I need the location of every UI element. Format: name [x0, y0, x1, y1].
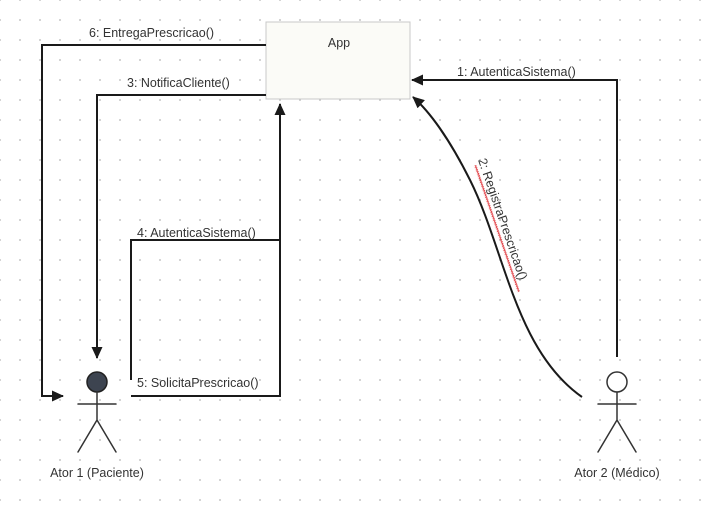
message-2[interactable]: 2: RegistraPrescricao()	[412, 96, 583, 398]
actor-1-body	[77, 391, 117, 453]
app-box-label: App	[328, 36, 350, 50]
message-5-label: 5: SolicitaPrescricao()	[137, 376, 259, 390]
message-4-connector[interactable]	[130, 239, 280, 380]
actor-2-label: Ator 2 (Médico)	[574, 466, 659, 480]
app-box-shape[interactable]	[265, 21, 411, 100]
message-6-connector[interactable]	[41, 44, 266, 402]
message-6[interactable]: 6: EntregaPrescricao()	[41, 26, 266, 402]
app-box[interactable]: App	[265, 21, 411, 100]
message-5-connector[interactable]	[131, 103, 286, 397]
message-3-connector[interactable]	[91, 94, 266, 359]
message-1[interactable]: 1: AutenticaSistema()	[411, 65, 618, 357]
message-6-label: 6: EntregaPrescricao()	[89, 26, 214, 40]
message-3-label: 3: NotificaCliente()	[127, 76, 230, 90]
message-4[interactable]: 4: AutenticaSistema()	[130, 226, 280, 380]
actor-1-head	[86, 371, 108, 393]
actor-2[interactable]: Ator 2 (Médico)	[574, 371, 660, 480]
message-1-connector[interactable]	[411, 74, 618, 357]
message-4-label: 4: AutenticaSistema()	[137, 226, 256, 240]
actor-2-head	[606, 371, 628, 393]
message-3[interactable]: 3: NotificaCliente()	[91, 76, 266, 359]
spellcheck-underline	[473, 164, 521, 293]
actor-1-label: Ator 1 (Paciente)	[50, 466, 144, 480]
message-5[interactable]: 5: SolicitaPrescricao()	[131, 103, 286, 397]
actor-1[interactable]: Ator 1 (Paciente)	[50, 371, 144, 480]
actor-2-body	[597, 391, 637, 453]
message-2-connector[interactable]	[412, 96, 583, 398]
message-1-label: 1: AutenticaSistema()	[457, 65, 576, 79]
